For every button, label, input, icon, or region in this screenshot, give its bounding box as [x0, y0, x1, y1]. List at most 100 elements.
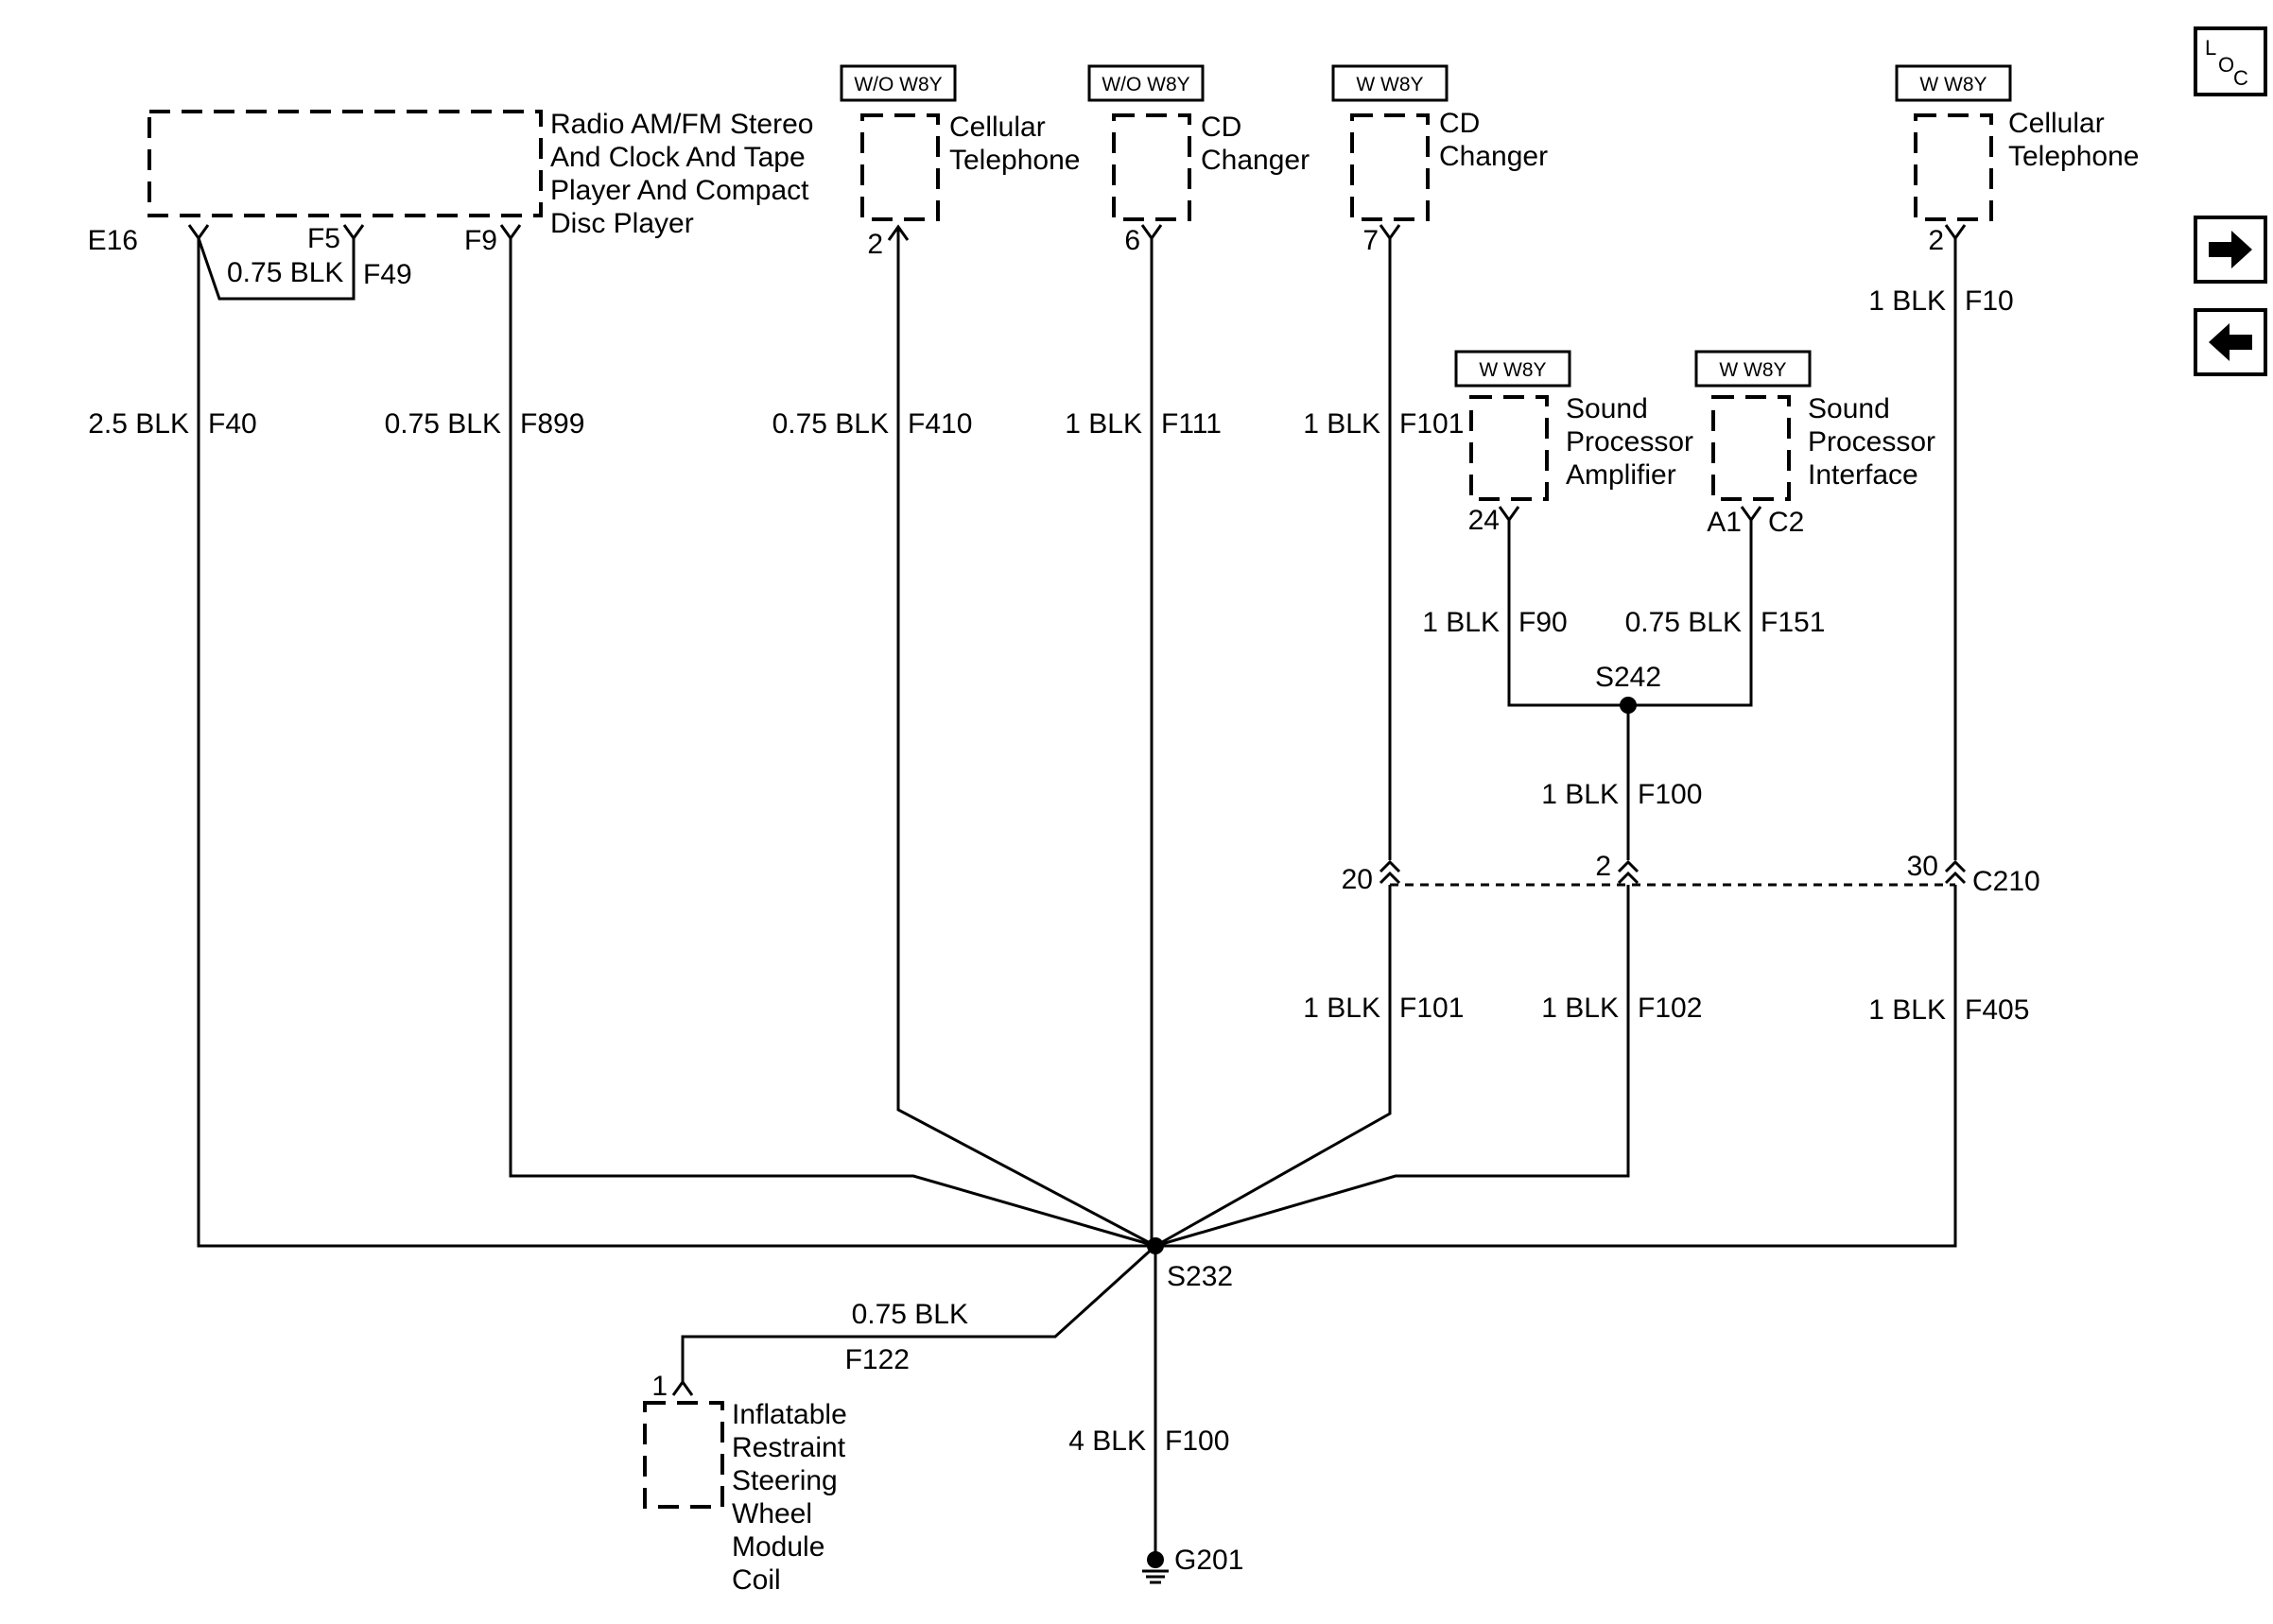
wire-f102-gauge: 1 BLK [1541, 993, 1619, 1024]
airbag-coil-label-3: Steering [732, 1465, 838, 1496]
forward-button[interactable] [2194, 216, 2267, 284]
airbag-coil-label-2: Restraint [732, 1432, 846, 1463]
location-button[interactable]: L O C [2194, 26, 2267, 96]
connector-e16 [187, 224, 210, 241]
c210-pin-20: 20 [1342, 864, 1373, 895]
wire-f405-circuit: F405 [1965, 994, 2029, 1026]
connector-f5 [342, 224, 365, 241]
cd-changer-label-2: Changer [1201, 145, 1310, 176]
airbag-coil-box [643, 1401, 724, 1509]
radio-pin-e16: E16 [88, 225, 138, 256]
wire-f151-gauge: 0.75 BLK [1625, 607, 1742, 638]
sp-amplifier-label-2: Processor [1566, 426, 1693, 458]
connector-cd-w [1379, 224, 1401, 241]
cd-changer-label-1: CD [1201, 112, 1241, 143]
airbag-coil-label-4: Wheel [732, 1498, 812, 1529]
wire-f151 [1628, 520, 1753, 707]
wire-f100-upper-gauge: 1 BLK [1541, 779, 1619, 810]
arrow-right-icon [2209, 231, 2252, 268]
sound-processor-interface: W W8Y Sound Processor Interface A1 C2 [1694, 350, 1935, 538]
ground-g201: G201 [1142, 1545, 1243, 1584]
option-tag-text: W W8Y [1919, 74, 1987, 95]
wire-f100-lower-circuit: F100 [1165, 1425, 1229, 1457]
airbag-coil-pin: 1 [651, 1371, 668, 1402]
wire-f100-lower-gauge: 4 BLK [1068, 1425, 1146, 1457]
wire-f10-gauge: 1 BLK [1868, 285, 1946, 317]
arrow-left-icon [2209, 323, 2252, 361]
wire-f90 [1507, 520, 1628, 707]
wire-f49-gauge: 0.75 BLK [227, 257, 343, 288]
wire-f122 [681, 1244, 1157, 1382]
wire-f111-gauge: 1 BLK [1065, 408, 1142, 440]
option-tag-text: W/O W8Y [854, 74, 942, 95]
cd-changer-w-label-2: Changer [1439, 141, 1548, 172]
wire-f101-upper-gauge: 1 BLK [1303, 408, 1380, 440]
sound-processor-amplifier: W W8Y Sound Processor Amplifier 24 [1454, 350, 1693, 536]
back-button[interactable] [2194, 308, 2267, 376]
wire-f101-lower-gauge: 1 BLK [1303, 993, 1380, 1024]
wire-f102-circuit: F102 [1638, 993, 1702, 1024]
cellular-telephone-wo-w8y: W/O W8Y Cellular Telephone 2 [840, 64, 1080, 260]
wire-f899 [509, 238, 1156, 1248]
cd-changer-w-label-1: CD [1439, 108, 1480, 139]
ground-node [1147, 1551, 1164, 1568]
sp-interface-pin-c2: C2 [1768, 507, 1804, 538]
option-tag-wo-w8y-2 [1087, 64, 1205, 102]
cellular-telephone-w-w8y: W W8Y Cellular Telephone 2 [1895, 64, 2139, 256]
wire-f100-upper-circuit: F100 [1638, 779, 1702, 810]
radio-label-line3: Player And Compact [550, 175, 809, 206]
wire-f101-lower-circuit: F101 [1399, 993, 1464, 1024]
c210-pin-2-icon [1617, 859, 1640, 885]
splice-s242-label: S242 [1595, 662, 1661, 693]
cellular-telephone-label-2: Telephone [949, 145, 1080, 176]
option-tag-wo-w8y-1 [840, 64, 957, 102]
airbag-coil-label-1: Inflatable [732, 1399, 847, 1430]
wire-f410-circuit: F410 [908, 408, 972, 440]
sp-amplifier-label-3: Amplifier [1566, 459, 1676, 491]
c210-pin-30: 30 [1907, 851, 1938, 882]
connector-cd-wo [1140, 224, 1163, 241]
cellular-telephone-w-pin: 2 [1928, 225, 1944, 256]
airbag-coil-module: Inflatable Restraint Steering Wheel Modu… [643, 1371, 847, 1596]
c210-pin-20-icon [1379, 859, 1401, 885]
ground-g201-label: G201 [1174, 1545, 1243, 1576]
option-tag-text: W/O W8Y [1102, 74, 1189, 95]
radio-label-line4: Disc Player [550, 208, 694, 239]
sp-interface-box [1711, 395, 1791, 501]
cellular-telephone-label-1: Cellular [949, 112, 1046, 143]
radio-label-line1: Radio AM/FM Stereo [550, 109, 813, 140]
connector-airbag-coil [671, 1379, 694, 1396]
wire-f101-upper-circuit: F101 [1399, 408, 1464, 440]
connector-cell-w [1944, 224, 1967, 241]
wire-f40 [197, 238, 1155, 1248]
c210-label: C210 [1972, 866, 2040, 897]
connector-sp-amp [1498, 506, 1520, 523]
cd-changer-box [1112, 113, 1191, 221]
sp-interface-label-2: Processor [1808, 426, 1935, 458]
wire-f899-gauge: 0.75 BLK [385, 408, 501, 440]
ground-icon [1142, 1569, 1169, 1584]
connector-sp-interface [1740, 506, 1762, 523]
sp-interface-label-1: Sound [1808, 393, 1890, 424]
airbag-coil-label-6: Coil [732, 1564, 781, 1596]
wire-f899-circuit: F899 [520, 408, 584, 440]
wire-f122-circuit: F122 [845, 1344, 910, 1375]
radio-module: Radio AM/FM Stereo And Clock And Tape Pl… [88, 109, 814, 256]
sp-amplifier-box [1469, 395, 1549, 501]
option-tag-w-w8y-4 [1694, 350, 1812, 388]
cellular-telephone-pin: 2 [867, 229, 883, 260]
cd-changer-wo-w8y: W/O W8Y CD Changer 6 [1087, 64, 1310, 256]
wire-f410 [896, 227, 1156, 1248]
option-tag-w-w8y-3 [1454, 350, 1571, 388]
loc-letter-l: L [2205, 36, 2216, 60]
connector-c210: 20 2 30 C210 [1342, 851, 2040, 897]
radio-pin-f5: F5 [307, 223, 340, 254]
wire-f151-circuit: F151 [1761, 607, 1825, 638]
wire-f90-gauge: 1 BLK [1422, 607, 1500, 638]
sp-interface-pin-a1: A1 [1707, 507, 1742, 538]
wire-f405 [1155, 885, 1957, 1248]
loc-letter-c: C [2233, 66, 2248, 90]
option-tag-text: W W8Y [1356, 74, 1423, 95]
cellular-telephone-box [860, 113, 940, 221]
